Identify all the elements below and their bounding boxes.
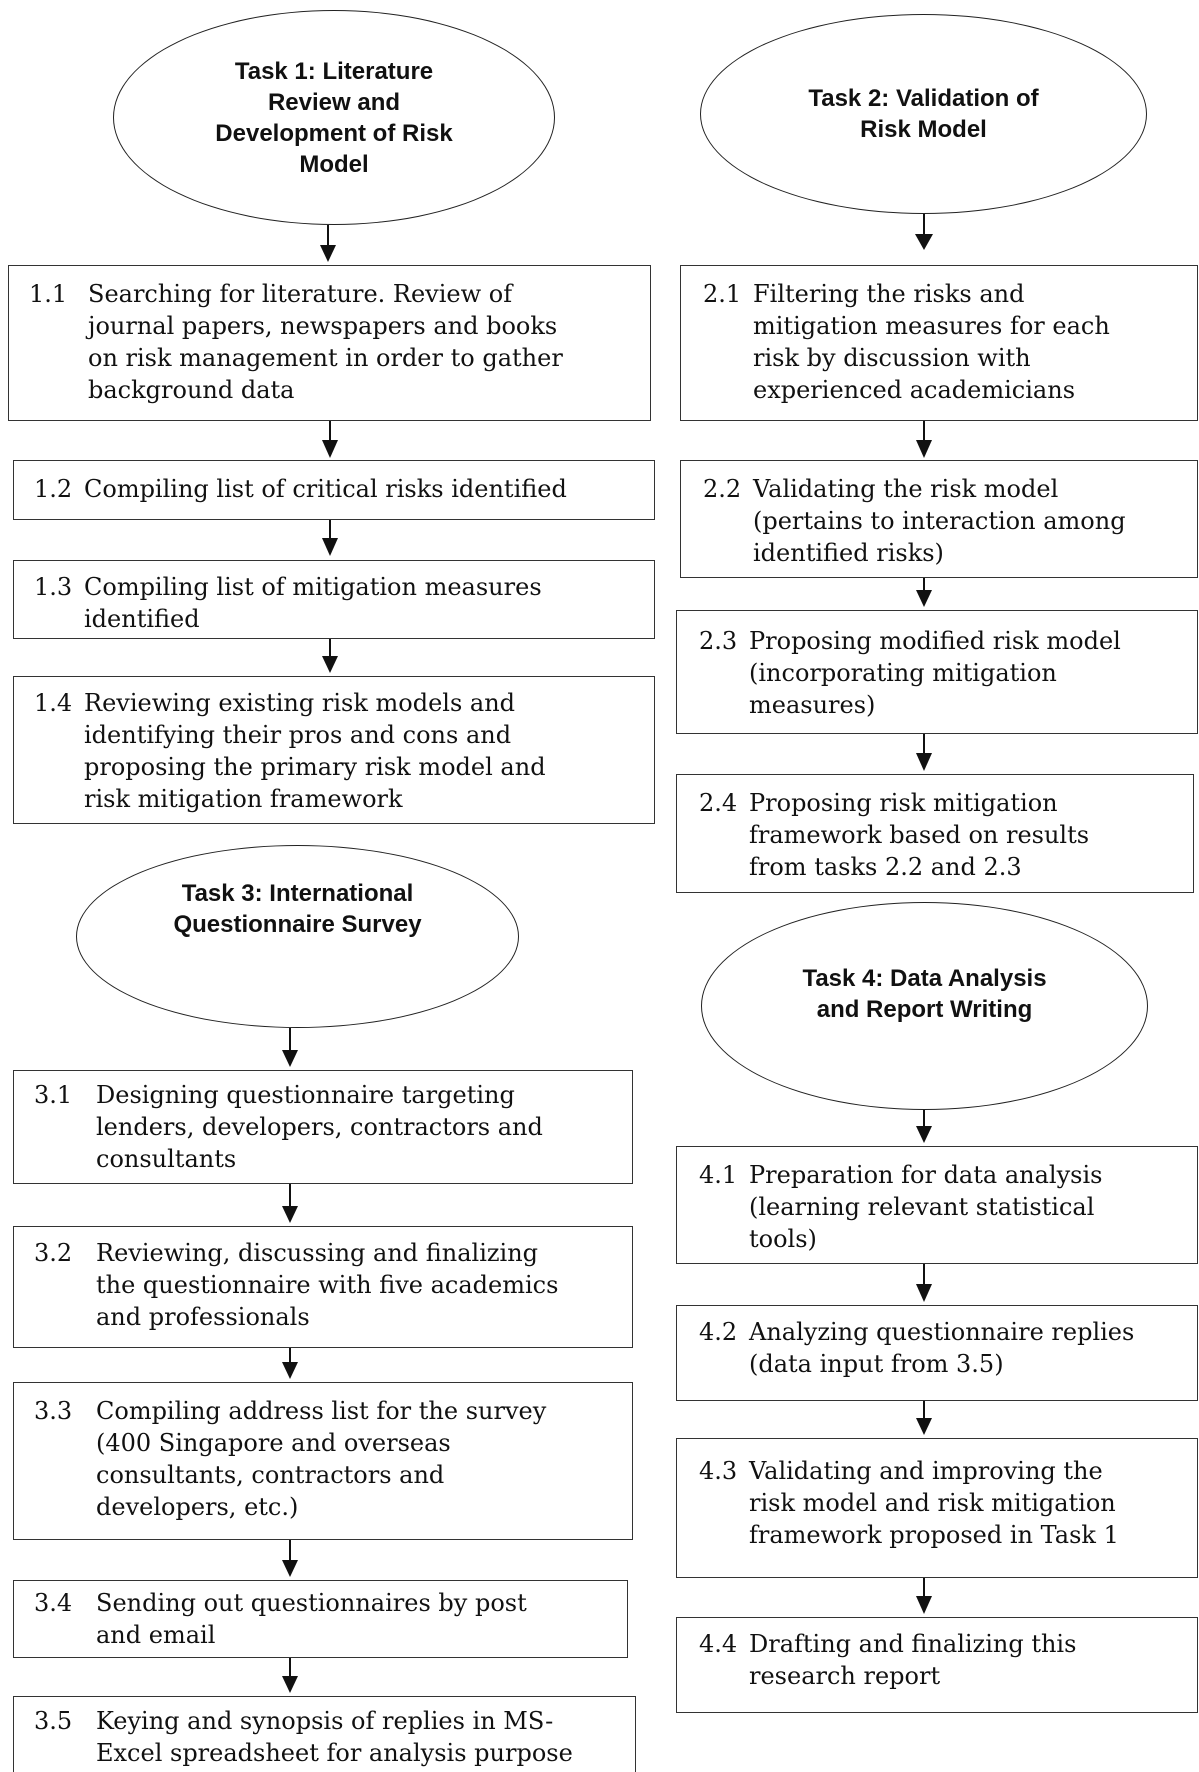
step-1-2-number: 1.2 xyxy=(34,475,73,503)
step-2-4-box: 2.4 Proposing risk mitigation framework … xyxy=(676,774,1194,893)
step-1-2-box: 1.2 Compiling list of critical risks ide… xyxy=(13,460,655,520)
step-2-1-number: 2.1 xyxy=(703,280,742,308)
step-1-4-number: 1.4 xyxy=(34,689,73,717)
step-4-4-number: 4.4 xyxy=(699,1630,738,1658)
step-1-2-text: Compiling list of critical risks identif… xyxy=(84,475,567,503)
step-4-3-number: 4.3 xyxy=(699,1457,738,1485)
step-4-2-text: Analyzing questionnaire replies (data in… xyxy=(749,1318,1135,1378)
step-2-4-number: 2.4 xyxy=(699,789,738,817)
step-4-4-text: Drafting and finalizing this research re… xyxy=(749,1630,1077,1690)
step-1-3-number: 1.3 xyxy=(34,573,73,601)
step-4-1-text: Preparation for data analysis (learning … xyxy=(749,1161,1103,1253)
step-1-4-text: Reviewing existing risk models and ident… xyxy=(84,689,546,813)
step-1-1-box: 1.1 Searching for literature. Review of … xyxy=(8,265,651,421)
step-4-1-box: 4.1 Preparation for data analysis (learn… xyxy=(676,1146,1198,1264)
step-3-1-text: Designing questionnaire targeting lender… xyxy=(96,1081,543,1173)
step-2-3-box: 2.3 Proposing modified risk model (incor… xyxy=(676,610,1198,734)
task-1-node: Task 1: Literature Review and Developmen… xyxy=(113,10,555,225)
task-3-node: Task 3: International Questionnaire Surv… xyxy=(76,845,519,1028)
step-2-2-number: 2.2 xyxy=(703,475,742,503)
step-3-3-number: 3.3 xyxy=(34,1397,73,1425)
step-2-1-text: Filtering the risks and mitigation measu… xyxy=(753,280,1110,404)
step-4-3-text: Validating and improving the risk model … xyxy=(749,1457,1119,1549)
step-3-2-text: Reviewing, discussing and finalizing the… xyxy=(96,1239,559,1331)
step-1-3-box: 1.3 Compiling list of mitigation measure… xyxy=(13,560,655,639)
step-3-3-text: Compiling address list for the survey (4… xyxy=(96,1397,547,1521)
step-3-4-number: 3.4 xyxy=(34,1589,73,1617)
step-4-3-box: 4.3 Validating and improving the risk mo… xyxy=(676,1438,1198,1578)
step-4-1-number: 4.1 xyxy=(699,1161,738,1189)
task-4-label: Task 4: Data Analysis and Report Writing xyxy=(802,965,1047,1023)
step-3-4-box: 3.4 Sending out questionnaires by post a… xyxy=(13,1580,628,1658)
task-4-node: Task 4: Data Analysis and Report Writing xyxy=(701,902,1148,1110)
step-3-5-box: 3.5 Keying and synopsis of replies in MS… xyxy=(13,1696,636,1772)
step-3-2-number: 3.2 xyxy=(34,1239,73,1267)
step-1-1-number: 1.1 xyxy=(29,280,68,308)
step-2-1-box: 2.1 Filtering the risks and mitigation m… xyxy=(680,265,1198,421)
step-1-3-text: Compiling list of mitigation measures id… xyxy=(84,573,542,633)
step-4-2-number: 4.2 xyxy=(699,1318,738,1346)
task-1-label: Task 1: Literature Review and Developmen… xyxy=(215,57,453,178)
step-2-3-text: Proposing modified risk model (incorpora… xyxy=(749,627,1121,719)
step-2-4-text: Proposing risk mitigation framework base… xyxy=(749,789,1090,881)
step-3-3-box: 3.3 Compiling address list for the surve… xyxy=(13,1382,633,1540)
step-1-1-text: Searching for literature. Review of jour… xyxy=(88,280,563,404)
step-2-3-number: 2.3 xyxy=(699,627,738,655)
step-1-4-box: 1.4 Reviewing existing risk models and i… xyxy=(13,676,655,824)
step-4-2-box: 4.2 Analyzing questionnaire replies (dat… xyxy=(676,1305,1198,1401)
step-3-2-box: 3.2 Reviewing, discussing and finalizing… xyxy=(13,1226,633,1348)
step-3-5-number: 3.5 xyxy=(34,1707,73,1735)
step-2-2-text: Validating the risk model (pertains to i… xyxy=(753,475,1126,567)
arrow-task2-to-2-1 xyxy=(915,234,933,250)
step-4-4-box: 4.4 Drafting and finalizing this researc… xyxy=(676,1617,1198,1713)
task-3-label: Task 3: International Questionnaire Surv… xyxy=(173,879,422,938)
step-3-5-text: Keying and synopsis of replies in MS- Ex… xyxy=(96,1707,573,1767)
task-2-node: Task 2: Validation of Risk Model xyxy=(700,14,1147,214)
step-3-1-box: 3.1 Designing questionnaire targeting le… xyxy=(13,1070,633,1184)
step-3-4-text: Sending out questionnaires by post and e… xyxy=(96,1589,527,1649)
step-3-1-number: 3.1 xyxy=(34,1081,73,1109)
step-2-2-box: 2.2 Validating the risk model (pertains … xyxy=(680,460,1198,578)
task-2-label: Task 2: Validation of Risk Model xyxy=(808,85,1039,143)
